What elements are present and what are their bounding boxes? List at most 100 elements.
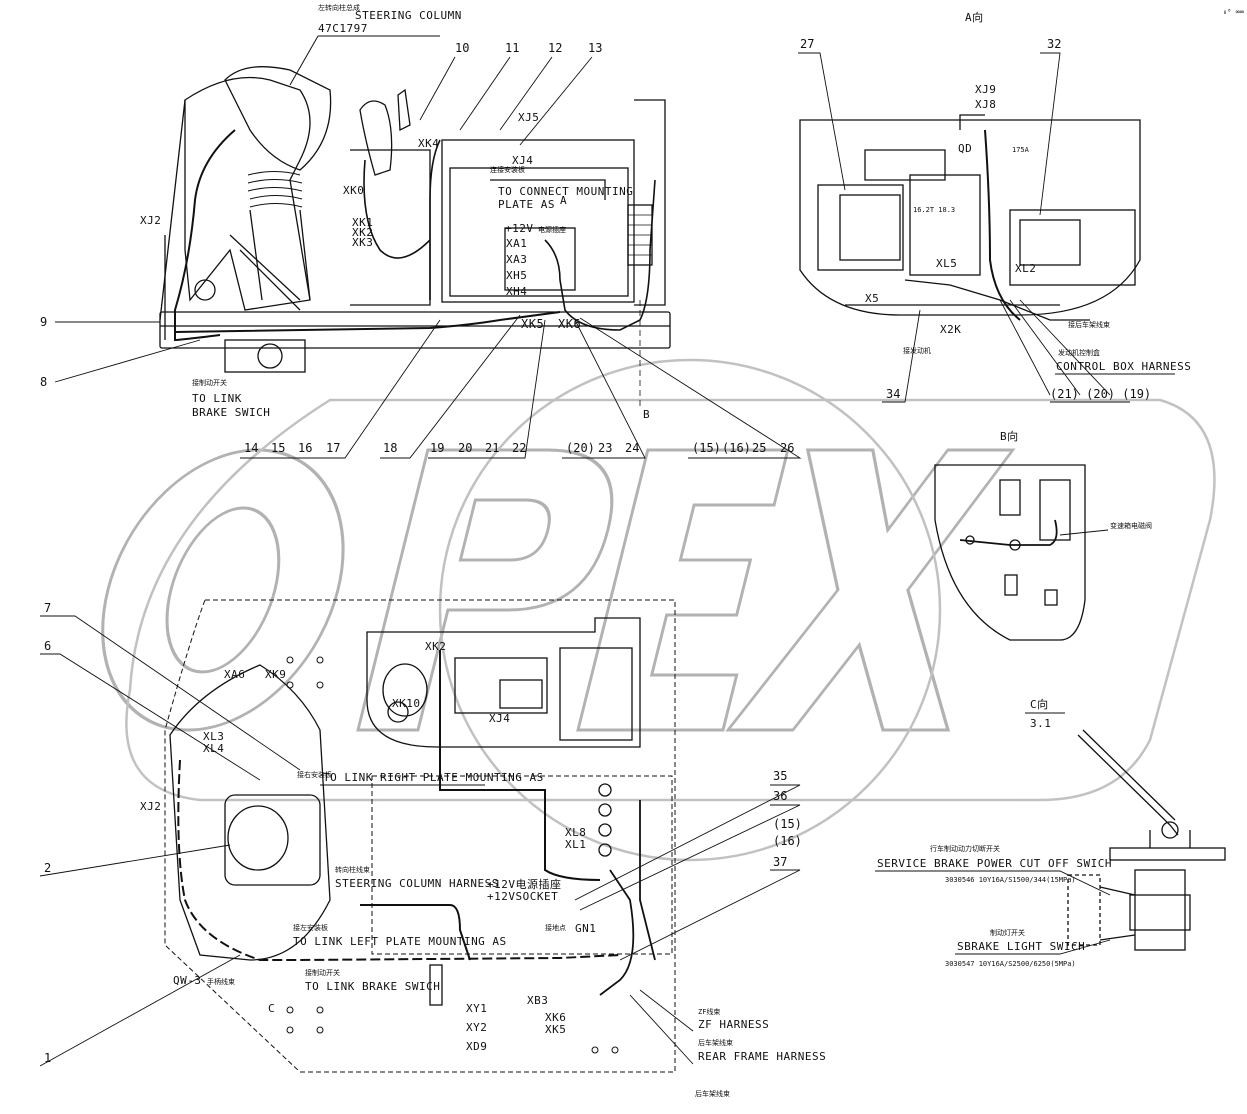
main-view-text: 接右安装板 TO LINK RIGHT PLATE MOUNTING AS 转向…: [173, 770, 826, 1098]
connector-label: XA3: [506, 253, 527, 266]
connector-label: XK4: [418, 137, 439, 150]
callout-number: 6: [44, 639, 51, 653]
connector-label: XK2: [352, 226, 373, 239]
callout-number: 26: [780, 441, 794, 455]
connector-label: XD9: [466, 1040, 487, 1053]
view-b-label: 变速箱电磁阀: [1110, 521, 1152, 530]
letter-c: C: [268, 1002, 275, 1015]
callout-number: 7: [44, 601, 51, 615]
to-rear-cn: 接后车架线束: [1068, 320, 1110, 329]
callout-number: 14: [244, 441, 258, 455]
top-left-leader-lines: [54, 56, 802, 459]
connector-label: XJ2: [140, 800, 161, 813]
fuse-tag: 16.2T 18.3: [913, 206, 955, 214]
steering-harness-label: STEERING COLUMN HARNESS: [335, 877, 499, 890]
callout-number: 24: [625, 441, 639, 455]
top-left-connectors: XJ2 XK0 XK1 XK2 XK3 XK4 XJ5 XJ4 XA1 XA3 …: [140, 111, 581, 331]
callout-number: (20): [566, 441, 595, 455]
socket-label: +12V电源插座: [487, 877, 562, 891]
callout-number: 25: [752, 441, 766, 455]
connector-label: XL8: [565, 826, 586, 839]
callout-number: 21: [485, 441, 499, 455]
connector-label: XH5: [506, 269, 527, 282]
steering-column-part: 47C1797: [318, 22, 368, 35]
connector-label: XL5: [936, 257, 957, 270]
section-b-label: B: [643, 408, 650, 421]
connector-label: X2K: [940, 323, 961, 336]
right-plate-cn: 接右安装板: [297, 770, 332, 779]
callout-number: (16): [722, 441, 751, 455]
callout-number: 20: [458, 441, 472, 455]
to-motor-cn: 接发动机: [903, 346, 931, 355]
ground-cn: 接地点: [545, 923, 566, 932]
to-connect-cn: 连接安装板: [490, 165, 525, 174]
brake-light-part: 3030547 10Y16A/S2500/6250(5MPa): [945, 960, 1076, 968]
callout-number: 11: [505, 41, 519, 55]
main-view-leaders: [39, 615, 801, 1067]
to-connect-line2: PLATE AS: [498, 198, 555, 211]
left-plate-cn: 接左安装板: [293, 923, 328, 932]
top-left-view: [159, 66, 671, 410]
connector-label: XK0: [343, 184, 364, 197]
view-a-text: A向 27 32 34 XJ9 XJ8 QD XL5 XL2 X5 X2K 17…: [800, 10, 1191, 401]
connector-label: XK1: [352, 216, 373, 229]
connector-label: XJ8: [975, 98, 996, 111]
view-b-text: B向 变速箱电磁阀: [1000, 429, 1152, 536]
connector-label: XA6: [224, 668, 245, 681]
connector-label: XK5: [545, 1023, 566, 1036]
to-link-cn: 接制动开关: [192, 378, 227, 387]
to-link-line1: TO LINK: [192, 392, 242, 405]
callout-number: 18: [383, 441, 397, 455]
ground-label: GN1: [575, 922, 596, 935]
view-c-title: C向: [1030, 697, 1049, 711]
connector-label: XY2: [466, 1021, 487, 1034]
view-c-scale: 3.1: [1030, 717, 1051, 730]
left-plate-label: TO LINK LEFT PLATE MOUNTING AS: [293, 935, 507, 948]
view-b-title: B向: [1000, 429, 1019, 443]
connector-label: XL2: [1015, 262, 1036, 275]
steering-column-cn: 左转向柱总成: [318, 3, 360, 12]
callout-number: 34: [886, 387, 900, 401]
to-link-line2: BRAKE SWICH: [192, 406, 270, 419]
connector-label: XJ4: [489, 712, 510, 725]
view-c-text: C向 3.1 行车制动动力切断开关 SERVICE BRAKE POWER CU…: [877, 697, 1112, 968]
connector-label: XJ5: [518, 111, 539, 124]
zf-label: ZF HARNESS: [698, 1018, 769, 1031]
connector-label: XL1: [565, 838, 586, 851]
socket-label: +12VSOCKET: [487, 890, 558, 903]
callout-number: (15): [692, 441, 721, 455]
callout-number: 17: [326, 441, 340, 455]
socket-12v-cn: 电源插座: [538, 225, 566, 234]
connector-label: XY1: [466, 1002, 487, 1015]
brake-label: TO LINK BRAKE SWICH: [305, 980, 440, 993]
main-view-callouts: 7 6 2 1 35 36 (15) (16) 37: [44, 601, 802, 1065]
qw-cn: 手柄线束: [207, 977, 235, 986]
connector-label: XJ9: [975, 83, 996, 96]
callout-number: 16: [298, 441, 312, 455]
opex-watermark: OPEX: [101, 358, 1216, 862]
connector-label: XJ4: [512, 154, 533, 167]
to-connect-arrow: A: [560, 194, 567, 207]
connector-label: X5: [865, 292, 879, 305]
corner-mark: ₀⁰ ∞∞: [1223, 8, 1244, 16]
connector-label: XB3: [527, 994, 548, 1007]
socket-12v: +12V: [505, 222, 534, 235]
callout-number: 15: [271, 441, 285, 455]
callout-number: (15): [773, 817, 802, 831]
main-view-connectors: XA6 XK9 XL3 XL4 XJ2 XJ4 XK10 XK2 XL8 XL1…: [140, 640, 586, 1053]
callout-number: 37: [773, 855, 787, 869]
connector-label: XK3: [352, 236, 373, 249]
to-connect-line1: TO CONNECT MOUNTING: [498, 185, 633, 198]
view-b: [934, 464, 1086, 641]
callout-number: 1: [44, 1051, 51, 1065]
callout-number: 36: [773, 789, 787, 803]
service-brake-cn: 行车制动动力切断开关: [930, 844, 1000, 853]
connector-label: XL3: [203, 730, 224, 743]
callout-number: 2: [44, 861, 51, 875]
main-view: [164, 599, 676, 1073]
rear-cn: 后车架线束: [698, 1038, 733, 1047]
view-c-leaders: [875, 870, 1111, 955]
connector-label: XK6: [558, 317, 581, 331]
callout-number: 22: [512, 441, 526, 455]
